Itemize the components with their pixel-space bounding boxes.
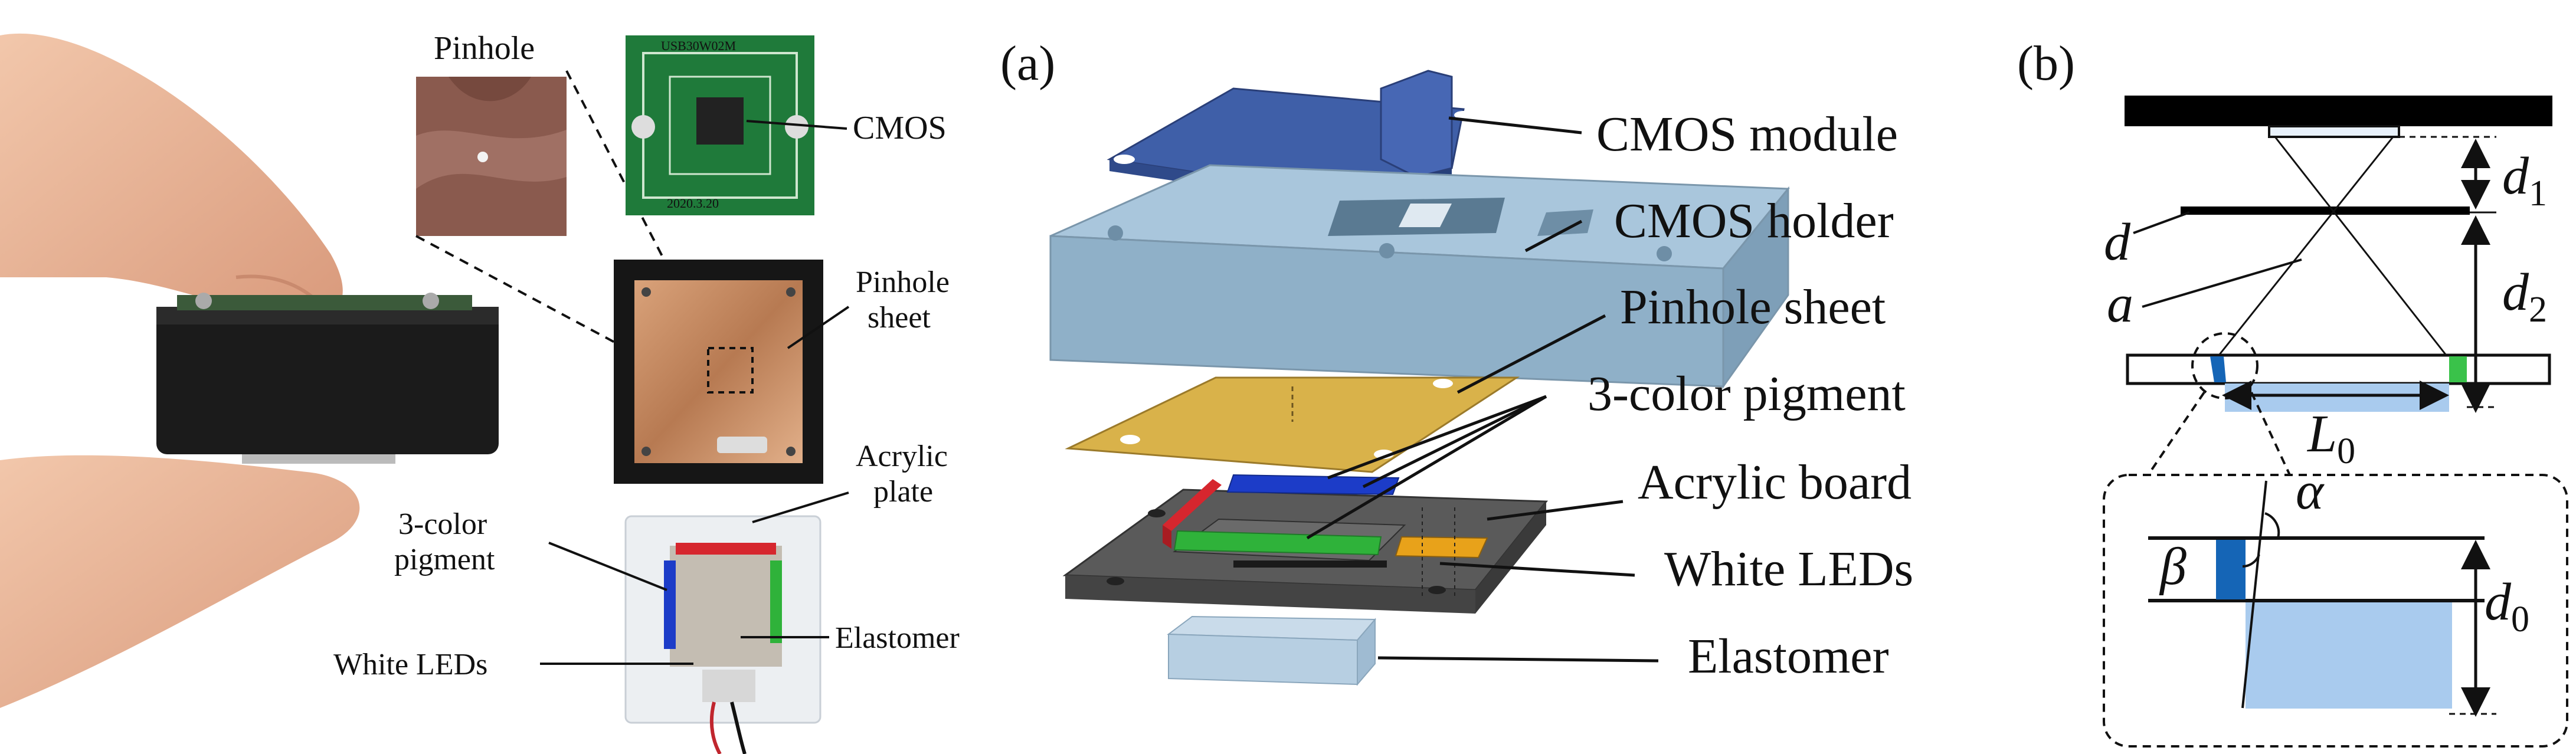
label-3-color-pigment: 3-color pigment	[1588, 366, 1906, 421]
sensor-body-photo	[156, 293, 499, 464]
label-d0: d0	[2485, 573, 2529, 640]
pcb-code: USB30W02M	[661, 38, 736, 53]
schematic-panel: (b) d1 d2 d a L0	[2017, 36, 2568, 748]
label-beta: β	[2159, 537, 2187, 596]
label-alpha: α	[2296, 462, 2325, 520]
pcb-date: 2020.3.20	[667, 196, 719, 211]
label-pinhole-sheet: Pinhole sheet	[1620, 280, 1886, 335]
label-acrylic-board: Acrylic board	[1638, 455, 1911, 510]
pigment-blue-part	[1226, 474, 1400, 496]
exploded-view-panel: (a)	[1000, 36, 1913, 686]
photo-label-pinhole-sheet-1: Pinhole	[856, 265, 950, 299]
pinhole-closeup-photo: Pinhole	[416, 30, 567, 236]
label-white-leds: White LEDs	[1664, 542, 1913, 596]
photo-label-pinhole: Pinhole	[434, 30, 535, 67]
label-cmos-module: CMOS module	[1596, 107, 1898, 162]
pinhole-sheet-photo	[614, 260, 823, 484]
label-d1: d1	[2502, 147, 2547, 214]
photo-label-pigment-1: 3-color	[398, 507, 487, 541]
photo-label-white-leds: White LEDs	[333, 648, 487, 681]
photo-label-cmos: CMOS	[853, 110, 947, 146]
panel-label-b: (b)	[2017, 36, 2075, 91]
pigment-red-part	[1163, 479, 1222, 549]
cmos-holder-part	[1049, 164, 1791, 389]
photo-label-acrylic-2: plate	[873, 475, 933, 509]
label-d: d	[2104, 213, 2131, 271]
pinhole-sheet-part	[1065, 376, 1520, 473]
photo-label-acrylic-1: Acrylic	[856, 440, 948, 473]
photo-panel: Pinhole USB30W02M 2020.3.20 CMOS	[0, 30, 960, 754]
photo-label-pinhole-sheet-2: sheet	[868, 301, 931, 335]
elastomer-part	[1167, 615, 1377, 686]
label-L0: L0	[2306, 405, 2355, 471]
label-a: a	[2107, 275, 2133, 333]
label-elastomer: Elastomer	[1688, 629, 1889, 684]
finger-photo	[0, 33, 499, 708]
photo-label-pigment-2: pigment	[394, 543, 495, 576]
pcb-photo: USB30W02M 2020.3.20	[626, 35, 814, 215]
acrylic-plate-photo	[624, 515, 821, 754]
white-leds-part	[1395, 507, 1488, 596]
photo-label-elastomer: Elastomer	[835, 621, 960, 655]
label-cmos-holder: CMOS holder	[1614, 194, 1894, 248]
label-d2: d2	[2502, 263, 2547, 330]
panel-label-a: (a)	[1000, 36, 1055, 91]
